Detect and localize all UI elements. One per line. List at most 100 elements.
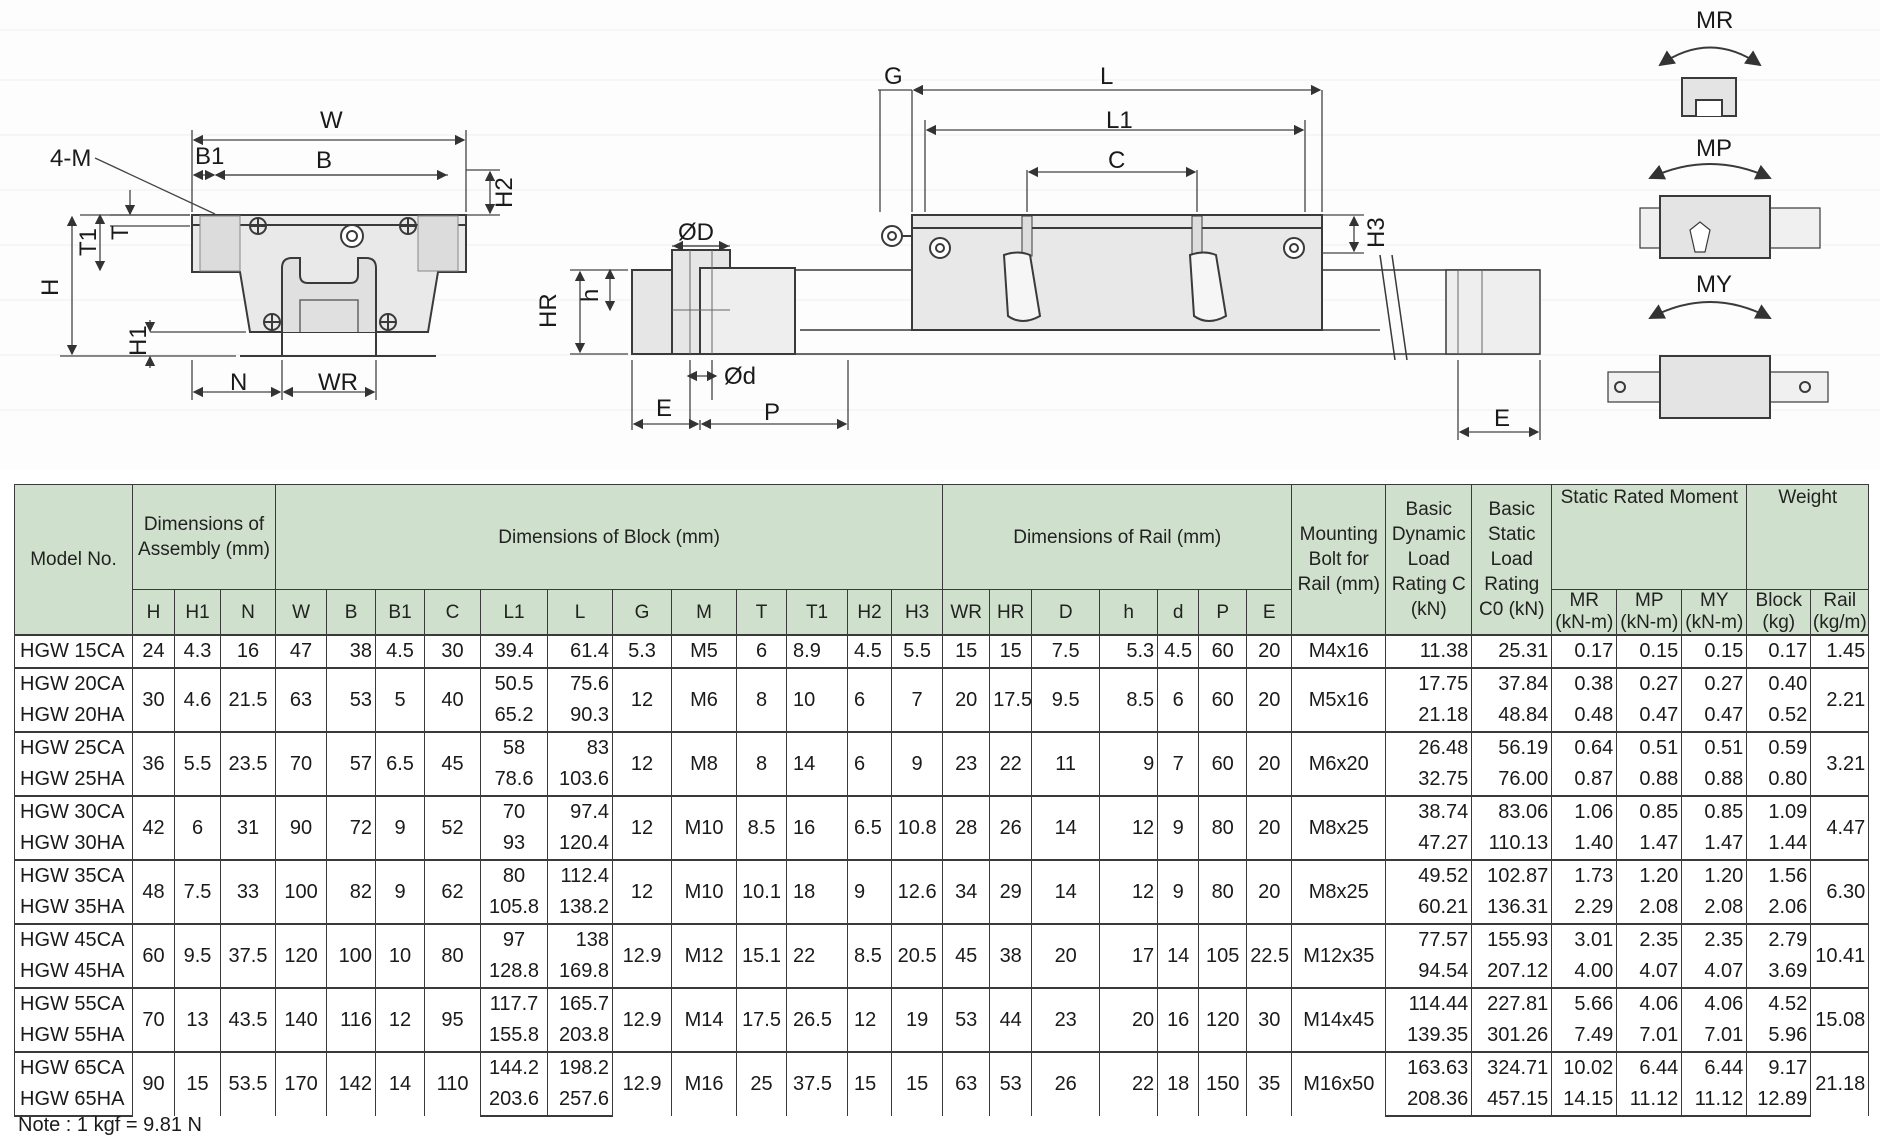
cell-h1: 4.3 xyxy=(174,634,221,668)
col-mr: MR (kN-m) xyxy=(1551,589,1618,636)
cell-l: 138.2 xyxy=(547,892,614,924)
col-w: W xyxy=(275,589,328,636)
cell-b: 142 xyxy=(326,1051,377,1116)
cell-l1: 128.8 xyxy=(480,956,549,988)
cell-mp: 0.88 xyxy=(1616,764,1683,796)
cell-block: 0.40 xyxy=(1746,667,1812,700)
moment-labels: MR MP MY xyxy=(1696,7,1733,298)
cell-h3: 7 xyxy=(891,667,944,732)
col-h: H xyxy=(132,589,175,636)
cell-bolt: M8x25 xyxy=(1291,859,1387,924)
cell-t1: 26.5 xyxy=(786,987,849,1052)
col-g: G xyxy=(612,589,673,636)
cell-t1: 16 xyxy=(786,795,849,860)
label-l: L xyxy=(1100,63,1113,90)
cell-wr: 53 xyxy=(942,987,991,1052)
cell-g: 12 xyxy=(612,795,673,860)
header-dynamic: Basic Dynamic Load Rating C (kN) xyxy=(1385,484,1473,636)
cell-my: 0.47 xyxy=(1681,700,1748,732)
cell-wr: 28 xyxy=(942,795,991,860)
cell-g: 12 xyxy=(612,859,673,924)
cell-w: 47 xyxy=(275,634,328,668)
cell-d: 18 xyxy=(1157,1051,1200,1116)
moment-diagrams xyxy=(1607,46,1829,419)
cell-h2: 6 xyxy=(847,667,893,732)
cell-cdyn: 49.52 xyxy=(1385,859,1473,892)
cell-l1: 203.6 xyxy=(480,1084,549,1117)
cell-hr: 17.5 xyxy=(989,667,1033,732)
cell-d: 4.5 xyxy=(1157,634,1200,668)
cell-mr: 3.01 xyxy=(1551,923,1618,956)
cell-mr: 0.64 xyxy=(1551,731,1618,764)
cell-cdyn: 77.57 xyxy=(1385,923,1473,956)
col-p: P xyxy=(1198,589,1248,636)
cell-n: 37.5 xyxy=(219,923,277,988)
cell-block: 0.80 xyxy=(1746,764,1812,796)
cell-b: 57 xyxy=(326,731,377,796)
cell-b1: 12 xyxy=(375,987,426,1052)
cell-h1: 7.5 xyxy=(174,859,221,924)
cell-p: 105 xyxy=(1198,923,1248,988)
cell-e: 20 xyxy=(1246,634,1293,668)
cell-h3: 15 xyxy=(891,1051,944,1116)
cell-h: 36 xyxy=(132,731,175,796)
cell-c0: 110.13 xyxy=(1471,828,1553,860)
cell-h2: 6.5 xyxy=(847,795,893,860)
cell-d: 14 xyxy=(1031,795,1101,860)
front-view-labels: 4-M W B1 B H2 T T1 H H1 N WR xyxy=(37,107,518,396)
cell-bolt: M16x50 xyxy=(1291,1051,1387,1116)
cell-cdyn: 208.36 xyxy=(1385,1084,1473,1117)
cell-l1: 93 xyxy=(480,828,549,860)
cell-m: M6 xyxy=(671,667,738,732)
cell-hr: 15 xyxy=(989,634,1033,668)
cell-mr: 4.00 xyxy=(1551,956,1618,988)
cell-c: 62 xyxy=(424,859,482,924)
cell-c: 80 xyxy=(424,923,482,988)
cell-mp: 7.01 xyxy=(1616,1020,1683,1052)
cell-l1: 155.8 xyxy=(480,1020,549,1052)
cell-l1: 39.4 xyxy=(480,634,549,668)
cell-model: HGW 55HA xyxy=(14,1020,133,1052)
cell-h: 5.3 xyxy=(1099,634,1159,668)
header-rail: Dimensions of Rail (mm) xyxy=(942,484,1293,590)
cell-g: 12.9 xyxy=(612,987,673,1052)
cell-h: 60 xyxy=(132,923,175,988)
label-b1: B1 xyxy=(195,143,224,170)
cell-model: HGW 30CA xyxy=(14,795,133,828)
cell-mr: 1.06 xyxy=(1551,795,1618,828)
cell-e: 20 xyxy=(1246,731,1293,796)
cell-h: 42 xyxy=(132,795,175,860)
cell-h3: 19 xyxy=(891,987,944,1052)
cell-l1: 144.2 xyxy=(480,1051,549,1084)
cell-wr: 45 xyxy=(942,923,991,988)
col-b1: B1 xyxy=(375,589,426,636)
cell-mr: 0.48 xyxy=(1551,700,1618,732)
cell-t1: 8.9 xyxy=(786,634,849,668)
cell-model: HGW 35CA xyxy=(14,859,133,892)
cell-t: 8 xyxy=(736,667,788,732)
cell-b1: 10 xyxy=(375,923,426,988)
label-h3: H3 xyxy=(1363,217,1390,248)
cell-b1: 9 xyxy=(375,795,426,860)
cell-cdyn: 17.75 xyxy=(1385,667,1473,700)
cell-wr: 15 xyxy=(942,634,991,668)
cell-p: 150 xyxy=(1198,1051,1248,1116)
cell-l: 120.4 xyxy=(547,828,614,860)
cell-d: 20 xyxy=(1031,923,1101,988)
cell-rail: 1.45 xyxy=(1810,634,1870,668)
cell-my: 11.12 xyxy=(1681,1084,1748,1117)
cell-l: 165.7 xyxy=(547,987,614,1020)
cell-t: 25 xyxy=(736,1051,788,1116)
cell-my: 0.85 xyxy=(1681,795,1748,828)
cell-cdyn: 139.35 xyxy=(1385,1020,1473,1052)
cell-b: 100 xyxy=(326,923,377,988)
cell-t: 15.1 xyxy=(736,923,788,988)
front-view xyxy=(191,214,467,357)
